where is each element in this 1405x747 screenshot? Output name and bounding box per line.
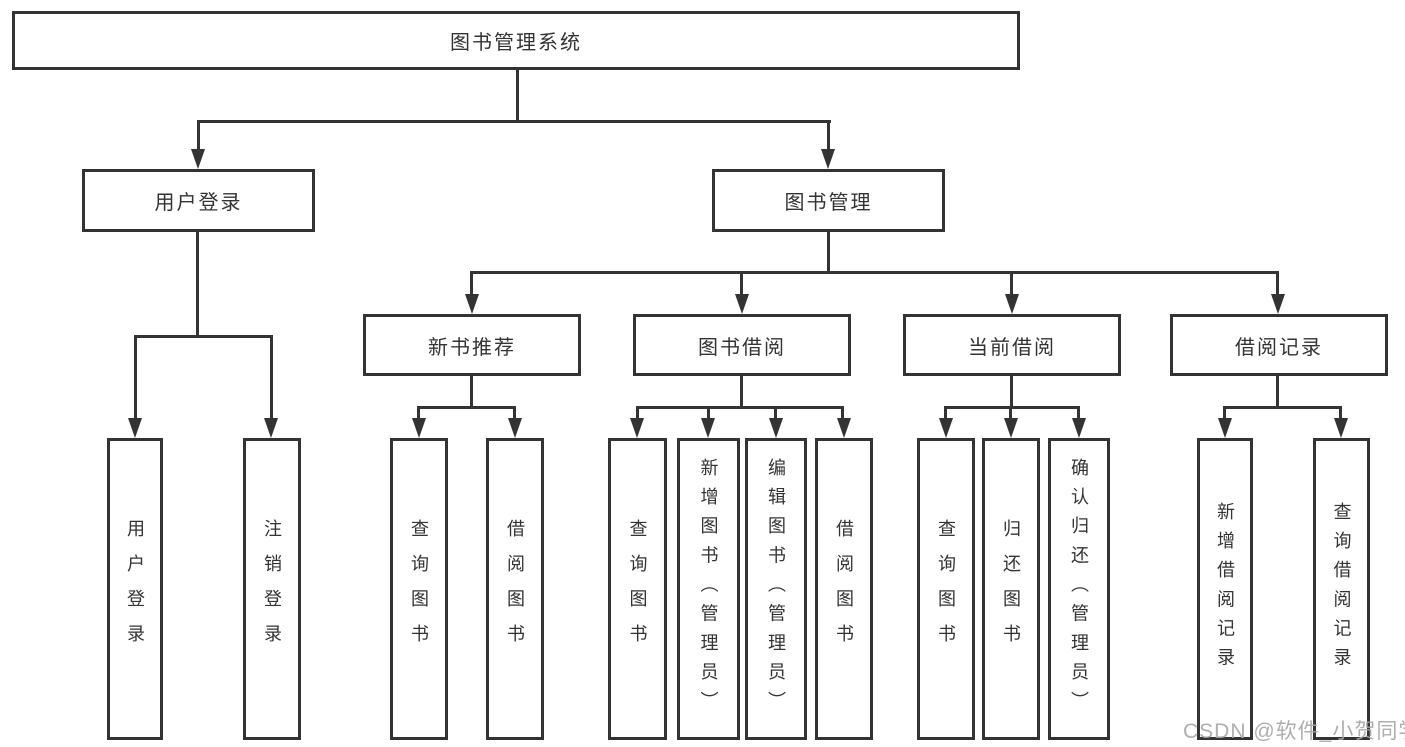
arrow-head [264, 418, 278, 438]
arrow-head [735, 294, 749, 314]
leaf-user-login: 用户登录 [107, 438, 163, 740]
connector-line [197, 120, 831, 123]
node-new-book-recommendation: 新书推荐 [363, 314, 581, 376]
connector-line [270, 335, 273, 420]
arrow-head [1334, 418, 1348, 438]
node-label: 查询图书 [936, 518, 956, 660]
node-label: 归还图书 [1001, 518, 1021, 660]
leaf-borrow-borrow-books: 借阅图书 [815, 438, 873, 740]
arrow-head [939, 418, 953, 438]
connector-line [417, 406, 420, 420]
arrow-head [1004, 418, 1018, 438]
arrow-head [465, 294, 479, 314]
connector-line [1010, 376, 1013, 408]
leaf-return-books: 归还图书 [982, 438, 1040, 740]
connector-line [470, 271, 473, 296]
connector-line [636, 406, 639, 420]
arrow-head [412, 418, 426, 438]
connector-line [1010, 271, 1013, 296]
arrow-head [837, 418, 851, 438]
arrow-head [191, 149, 205, 169]
connector-line [1009, 406, 1012, 420]
arrow-head [1072, 418, 1086, 438]
connector-line [945, 406, 1080, 409]
node-label: 图书管理系统 [450, 32, 582, 54]
connector-line [1276, 376, 1279, 408]
arrow-head [1218, 418, 1232, 438]
node-label: 查询图书 [409, 518, 429, 660]
node-label: 图书管理 [784, 192, 873, 214]
leaf-logout: 注销登录 [243, 438, 301, 740]
arrow-head [701, 418, 715, 438]
csdn-watermark: CSDN @软件_小贺同学 [1183, 720, 1405, 743]
leaf-add-books-admin: 新增图书（管理员） [677, 438, 740, 740]
node-user-login: 用户登录 [82, 169, 315, 232]
node-label: 借阅记录 [1235, 336, 1323, 359]
connector-line [418, 406, 516, 409]
leaf-borrow-query-books: 查询图书 [608, 438, 667, 740]
node-label: 确认归还（管理员） [1069, 457, 1089, 721]
connector-line [197, 120, 200, 151]
node-label: 用户登录 [125, 518, 145, 660]
node-book-borrowing: 图书借阅 [633, 314, 851, 376]
node-label: 当前借阅 [968, 336, 1056, 359]
leaf-confirm-return-admin: 确认归还（管理员） [1048, 438, 1110, 740]
arrow-head [630, 418, 644, 438]
node-label: 借阅图书 [834, 518, 854, 660]
connector-line [134, 335, 273, 338]
node-label: 注销登录 [262, 518, 282, 660]
connector-line [1224, 406, 1342, 409]
leaf-query-borrow-record: 查询借阅记录 [1313, 438, 1370, 740]
leaf-newbook-borrow-books: 借阅图书 [486, 438, 544, 740]
node-current-borrowing: 当前借阅 [903, 314, 1121, 376]
arrow-head [1271, 294, 1285, 314]
arrow-head [821, 149, 835, 169]
node-label: 编辑图书（管理员） [766, 457, 786, 721]
node-label: 新增借阅记录 [1215, 501, 1235, 677]
connector-line [827, 120, 830, 151]
connector-line [774, 406, 777, 420]
leaf-newbook-query-books: 查询图书 [390, 438, 448, 740]
connector-line [740, 376, 743, 408]
connector-line [196, 232, 199, 335]
connector-line [636, 406, 844, 409]
connector-line [516, 70, 519, 122]
arrow-head [1005, 294, 1019, 314]
connector-line [471, 271, 1279, 274]
connector-line [944, 406, 947, 420]
leaf-add-borrow-record: 新增借阅记录 [1197, 438, 1253, 740]
connector-line [470, 376, 473, 408]
connector-line [134, 335, 137, 420]
connector-line [1276, 271, 1279, 296]
connector-line [707, 406, 710, 420]
connector-line [1223, 406, 1226, 420]
node-label: 借阅图书 [505, 518, 525, 660]
arrow-head [769, 418, 783, 438]
node-book-management: 图书管理 [712, 169, 945, 232]
leaf-edit-books-admin: 编辑图书（管理员） [745, 438, 807, 740]
connector-line [1339, 406, 1342, 420]
node-label: 图书借阅 [698, 336, 786, 359]
node-label: 新增图书（管理员） [698, 457, 719, 721]
arrow-head [128, 418, 142, 438]
node-label: 查询借阅记录 [1331, 501, 1352, 677]
node-label: 新书推荐 [428, 336, 516, 359]
node-label: 用户登录 [154, 192, 243, 214]
connector-line [513, 406, 516, 420]
connector-line [841, 406, 844, 420]
connector-line [827, 232, 830, 273]
arrow-head [508, 418, 522, 438]
node-library-management-system: 图书管理系统 [12, 11, 1020, 70]
connector-line [740, 271, 743, 296]
leaf-current-query-books: 查询图书 [917, 438, 975, 740]
node-borrowing-records: 借阅记录 [1170, 314, 1388, 376]
connector-line [1077, 406, 1080, 420]
node-label: 查询图书 [627, 518, 648, 660]
